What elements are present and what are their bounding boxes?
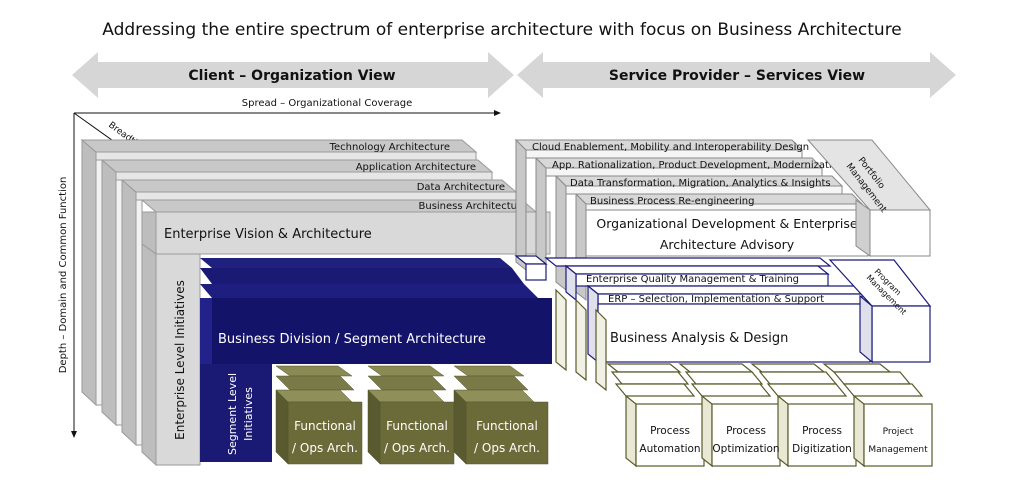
strategy-labels: Cloud Enablement, Mobility and Interoper… [532, 142, 844, 207]
strategy-cloud: Cloud Enablement, Mobility and Interoper… [532, 142, 809, 153]
enterprise-vision-box: Enterprise Vision & Architecture [141, 211, 551, 255]
org-dev-line1: Organizational Development & Enterprise [596, 216, 857, 231]
functional-2-l2: / Ops Arch. [384, 441, 450, 455]
process-labels: Process Automation Process Optimization … [639, 425, 928, 455]
process-digitization-l1: Process [802, 425, 842, 437]
org-dev-box: Organizational Development & Enterprise … [585, 209, 869, 257]
layer-data: Data Architecture [417, 182, 505, 193]
enterprise-vision-label: Enterprise Vision & Architecture [164, 227, 372, 242]
functional-1-l2: / Ops Arch. [292, 441, 358, 455]
quality-label: Enterprise Quality Management & Training [586, 274, 799, 285]
enterprise-initiatives-column: Enterprise Level Initiatives [141, 243, 201, 467]
delivery-stack [514, 255, 874, 364]
functional-labels: Functional / Ops Arch. Functional / Ops … [292, 419, 540, 455]
delivery-labels: Enterprise Quality Management & Training… [586, 274, 824, 346]
process-cubes [555, 288, 933, 468]
functional-2-l1: Functional [386, 419, 448, 433]
segment-initiatives-line1: Segment Level [226, 373, 239, 455]
org-dev-line2: Architecture Advisory [660, 237, 795, 252]
business-division-label: Business Division / Segment Architecture [218, 332, 486, 347]
business-analysis-label: Business Analysis & Design [610, 331, 788, 346]
project-management-l1: Project [883, 427, 914, 437]
left-view-label: Client – Organization View [188, 68, 395, 84]
layer-business: Business Architecture [419, 201, 528, 212]
layer-labels: Technology Architecture Application Arch… [329, 142, 527, 212]
strategy-data: Data Transformation, Migration, Analytic… [570, 178, 831, 189]
layer-application: Application Architecture [356, 162, 476, 173]
process-optimization-l2: Optimization [712, 443, 779, 455]
strategy-bpr: Business Process Re-engineering [590, 196, 754, 207]
process-digitization-l2: Digitization [792, 443, 852, 455]
functional-3-l2: / Ops Arch. [474, 441, 540, 455]
process-automation-l1: Process [650, 425, 690, 437]
process-optimization-l1: Process [726, 425, 766, 437]
functional-1-l1: Functional [294, 419, 356, 433]
layer-technology: Technology Architecture [329, 142, 450, 153]
left-view-arrow: Client – Organization View [72, 52, 514, 98]
portfolio-box: Portfolio Management [806, 139, 932, 257]
project-management-l2: Management [868, 445, 928, 455]
business-division-block: Business Division / Segment Architecture… [200, 258, 552, 462]
segment-initiatives-line2: Initiatives [242, 387, 255, 441]
program-box: Program Management [828, 259, 932, 364]
enterprise-initiatives-label: Enterprise Level Initiatives [173, 280, 187, 440]
functional-3-l1: Functional [476, 419, 538, 433]
process-automation-l2: Automation [639, 443, 700, 455]
right-view-label: Service Provider – Services View [609, 68, 865, 84]
erp-label: ERP – Selection, Implementation & Suppor… [608, 294, 824, 305]
spread-axis-label: Spread – Organizational Coverage [242, 98, 413, 109]
depth-axis-label: Depth – Domain and Common Function [58, 177, 69, 374]
strategy-app: App. Rationalization, Product Developmen… [552, 160, 844, 171]
right-view-arrow: Service Provider – Services View [517, 52, 956, 98]
functional-cubes [275, 365, 549, 465]
page-title: Addressing the entire spectrum of enterp… [102, 20, 902, 40]
